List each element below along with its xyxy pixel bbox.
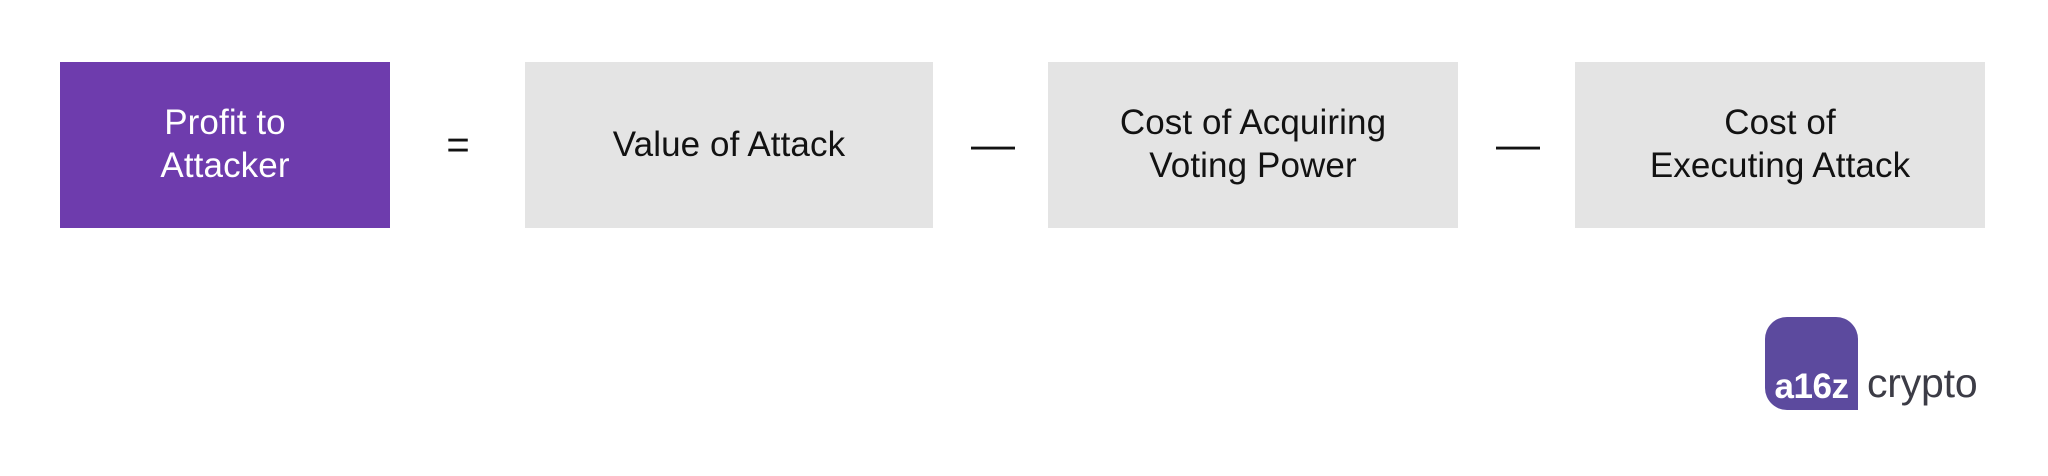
a16z-logo-mark-label: a16z xyxy=(1774,367,1849,406)
term-cost-of-acquiring-voting-power-label: Cost of Acquiring Voting Power xyxy=(1119,103,1387,185)
term-value-of-attack: Value of Attack xyxy=(525,62,933,228)
term-profit-to-attacker-label: Profit to Attacker xyxy=(160,103,290,185)
equation-row: Profit to Attacker = Value of Attack — C… xyxy=(60,62,1985,228)
term-cost-of-executing-attack-label: Cost of Executing Attack xyxy=(1649,103,1911,185)
term-value-of-attack-label: Value of Attack xyxy=(612,124,846,164)
a16z-crypto-logo: a16z crypto xyxy=(1765,317,1991,411)
a16z-logo-wordmark: crypto xyxy=(1867,360,1978,406)
operator-minus-second: — xyxy=(1496,120,1540,169)
a16z-logo-mark-icon xyxy=(1765,317,1858,410)
term-profit-to-attacker: Profit to Attacker xyxy=(60,62,390,228)
term-cost-of-executing-attack: Cost of Executing Attack xyxy=(1575,62,1985,228)
term-cost-of-acquiring-voting-power: Cost of Acquiring Voting Power xyxy=(1048,62,1458,228)
operator-minus-first: — xyxy=(971,120,1015,169)
operator-equals: = xyxy=(446,123,470,167)
